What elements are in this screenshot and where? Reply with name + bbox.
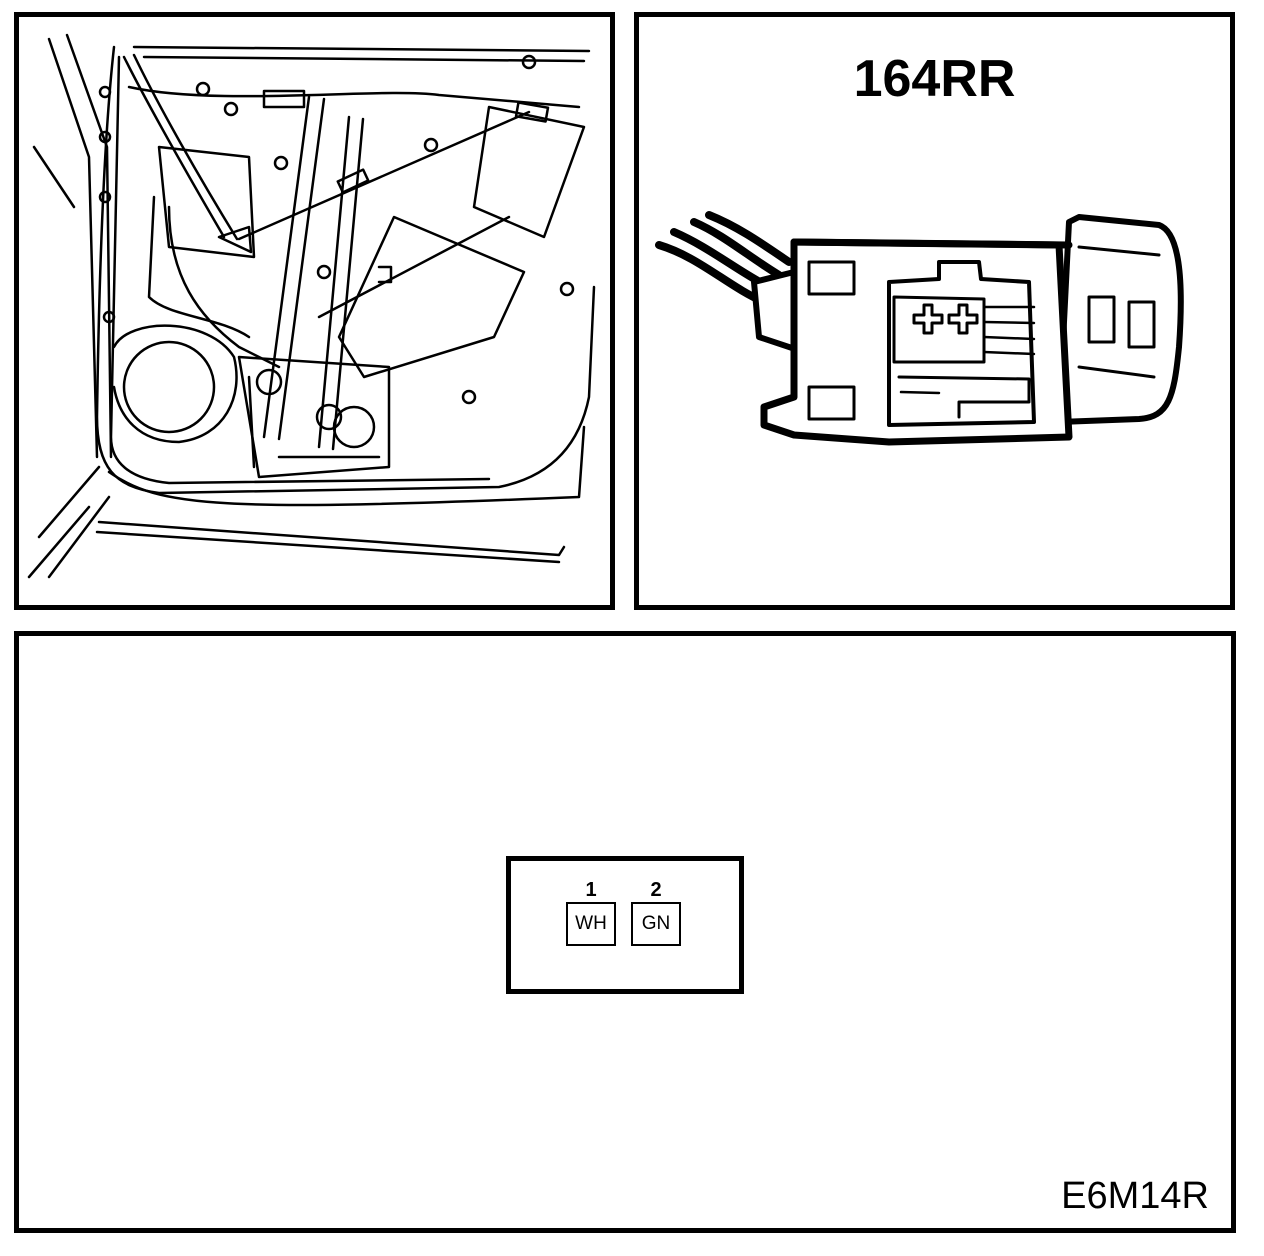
pin-cavity: WH bbox=[566, 902, 616, 946]
pin-cavity: GN bbox=[631, 902, 681, 946]
connector-view-panel: 164RR bbox=[634, 12, 1235, 610]
connector-face: 1 WH 2 GN bbox=[506, 856, 744, 994]
diagram-code: E6M14R bbox=[1061, 1175, 1209, 1217]
pin-number: 1 bbox=[585, 879, 597, 901]
connector-drawing bbox=[655, 211, 1184, 446]
door-location-panel bbox=[14, 12, 615, 610]
connector-id-label: 164RR bbox=[853, 50, 1016, 108]
pinout-panel: 1 WH 2 GN E6M14R bbox=[14, 631, 1236, 1233]
pin-1: 1 WH bbox=[566, 879, 616, 946]
door-drawing bbox=[27, 33, 596, 579]
pin-number: 2 bbox=[650, 879, 662, 901]
pin-2: 2 GN bbox=[631, 879, 681, 946]
